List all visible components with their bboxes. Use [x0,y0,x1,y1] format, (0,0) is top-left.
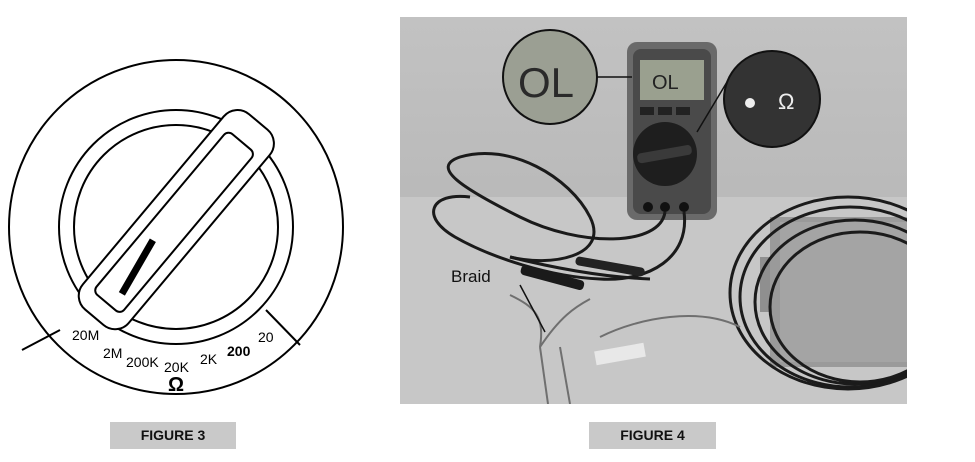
label-200: 200 [227,343,251,359]
label-20k: 20K [164,359,190,375]
figure-3-dial-diagram: 20M 2M 200K 20K 2K 200 20 Ω [8,59,344,396]
range-boundary-right [265,309,301,346]
ohm-symbol: Ω [168,374,184,396]
braid-pointer-line [519,284,546,333]
figure-4-photo: OL [400,17,907,404]
figure-3-caption: FIGURE 3 [110,422,236,449]
range-boundary-left [21,329,61,351]
label-2k: 2K [200,351,218,367]
display-zoom-reading: OL [518,59,574,106]
sensor-wires [509,294,741,404]
dial-zoom-ohm-symbol: Ω [778,89,794,114]
display-zoom-inset: OL [502,29,598,125]
dial-zoom-inset: Ω [723,50,821,148]
multimeter-display [640,60,704,100]
label-20: 20 [258,329,274,345]
probes [520,256,645,290]
braid-label: Braid [451,267,491,286]
label-20m: 20M [72,327,99,343]
multimeter-display-reading: OL [652,72,679,94]
label-2m: 2M [103,345,122,361]
dial-knob [77,109,275,331]
dial-indicator-line [118,238,156,296]
label-200k: 200K [126,354,159,370]
sensor-label-tag [594,342,646,366]
figure-4-caption: FIGURE 4 [589,422,716,449]
coiled-cable [728,195,907,391]
multimeter: OL [627,42,717,220]
